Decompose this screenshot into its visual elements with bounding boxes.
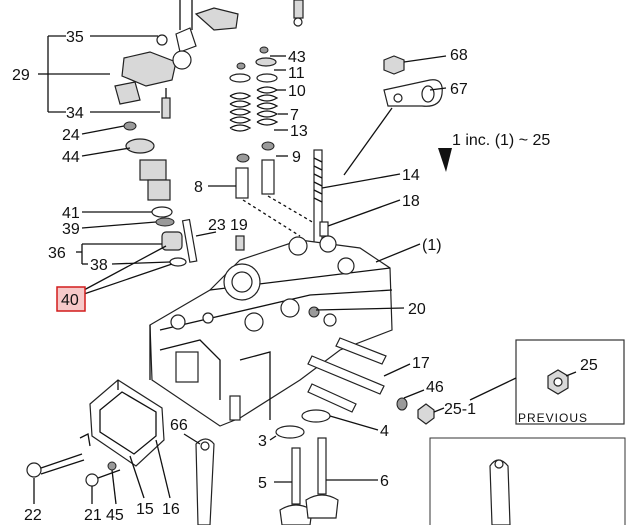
callout-38: 38 bbox=[90, 257, 108, 274]
callout-4: 4 bbox=[380, 423, 389, 440]
side-cover-part bbox=[89, 379, 165, 467]
callout-40: 40 bbox=[61, 292, 79, 309]
valve-seats bbox=[275, 409, 331, 439]
previous-label: PREVIOUS bbox=[518, 411, 588, 425]
callouts: 35 29 34 24 44 41 39 36 38 40 43 11 10 7… bbox=[12, 29, 476, 524]
valve-spring-column bbox=[229, 46, 327, 237]
inc-note-text: 1 inc. (1) ~ 25 bbox=[452, 132, 550, 149]
callout-18: 18 bbox=[402, 193, 420, 210]
callout-46: 46 bbox=[426, 379, 444, 396]
callout-22: 22 bbox=[24, 507, 42, 524]
callout-23: 23 bbox=[208, 217, 226, 234]
callout-29: 29 bbox=[12, 67, 30, 84]
callout-13: 13 bbox=[290, 123, 308, 140]
callout-20: 20 bbox=[408, 301, 426, 318]
callout-8: 8 bbox=[194, 179, 203, 196]
callout-25-1: 25-1 bbox=[444, 401, 476, 418]
callout-10: 10 bbox=[288, 83, 306, 100]
previous-box: 25 PREVIOUS bbox=[469, 339, 625, 425]
tappet-column bbox=[123, 121, 187, 267]
callout-40-highlight bbox=[56, 286, 86, 312]
right-lifting-plate-box bbox=[429, 437, 626, 525]
callout-14: 14 bbox=[402, 167, 420, 184]
note-arrow-icon bbox=[438, 148, 452, 172]
leader-lines bbox=[33, 35, 447, 505]
callout-5: 5 bbox=[258, 475, 267, 492]
callout-66: 66 bbox=[170, 417, 188, 434]
callout-7: 7 bbox=[290, 107, 299, 124]
callout-21: 21 bbox=[84, 507, 102, 524]
callout-16: 16 bbox=[162, 501, 180, 518]
callout-34: 34 bbox=[66, 105, 84, 122]
callout-6: 6 bbox=[380, 473, 389, 490]
callout-24: 24 bbox=[62, 127, 80, 144]
callout-9: 9 bbox=[292, 149, 301, 166]
callout-17: 17 bbox=[412, 355, 430, 372]
callout-3: 3 bbox=[258, 433, 267, 450]
callout-68: 68 bbox=[450, 47, 468, 64]
manifold-studs bbox=[307, 337, 435, 425]
inc-note: 1 inc. (1) ~ 25 bbox=[438, 132, 550, 172]
callout-11: 11 bbox=[288, 65, 305, 82]
callout-19: 19 bbox=[230, 217, 248, 234]
callout-1: (1) bbox=[422, 237, 442, 254]
callout-35: 35 bbox=[66, 29, 84, 46]
callout-36: 36 bbox=[48, 245, 66, 262]
callout-41: 41 bbox=[62, 205, 80, 222]
hanger-bracket-part bbox=[343, 55, 443, 176]
pushrod-top-part bbox=[293, 0, 304, 27]
cylinder-head-part bbox=[149, 235, 393, 427]
valves bbox=[279, 437, 339, 525]
callout-43: 43 bbox=[288, 49, 306, 66]
rocker-arm-shaft-part bbox=[114, 0, 239, 119]
callout-44: 44 bbox=[62, 149, 80, 166]
callout-67: 67 bbox=[450, 81, 468, 98]
lifting-plate-part bbox=[195, 438, 215, 525]
callout-15: 15 bbox=[136, 501, 154, 518]
callout-39: 39 bbox=[62, 221, 80, 238]
callout-25: 25 bbox=[580, 357, 598, 374]
bolts bbox=[26, 433, 121, 487]
callout-45: 45 bbox=[106, 507, 124, 524]
